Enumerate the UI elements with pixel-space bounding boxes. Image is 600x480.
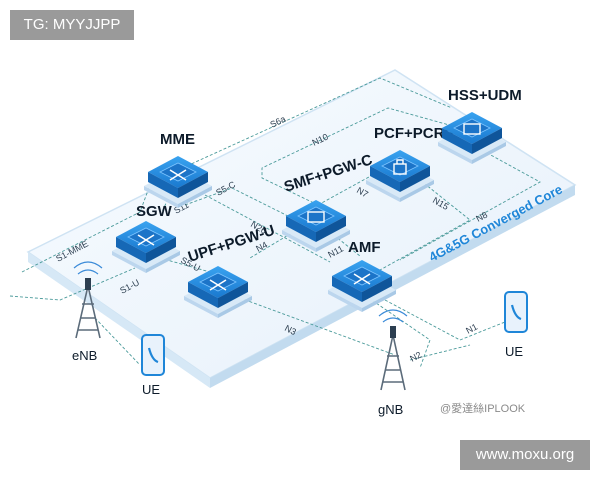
link-s1u [9, 267, 136, 301]
node-pcf[interactable] [365, 149, 435, 203]
link-n3 [239, 297, 396, 356]
ue-right-phone[interactable] [504, 291, 528, 333]
iface-n8: N8 [474, 210, 489, 224]
ue-left-phone[interactable] [141, 334, 165, 376]
phone-icon [510, 304, 522, 321]
link-s1mme [21, 184, 151, 273]
link-n15 [379, 179, 471, 271]
iface-n1: N1 [464, 322, 479, 336]
iface-n3: N3 [283, 323, 298, 337]
label-mme: MME [160, 131, 195, 148]
node-amf[interactable] [327, 259, 397, 313]
link-s6a [177, 77, 453, 171]
logo-watermark: @愛達絲IPLOOK [440, 401, 526, 415]
label-amf: AMF [348, 239, 381, 256]
x-icon [169, 169, 187, 181]
link-n10 [261, 107, 461, 206]
link-s5u [159, 257, 211, 273]
label-ue-left: UE [142, 382, 160, 397]
phone-icon [147, 347, 159, 364]
node-hss[interactable] [437, 111, 507, 165]
label-pcf: PCF+PCRF [374, 125, 454, 142]
enb-tower[interactable] [73, 261, 103, 339]
x-icon [137, 234, 155, 246]
label-sgw: SGW [136, 203, 173, 220]
node-upf[interactable] [183, 265, 253, 319]
link-n1 [384, 299, 506, 341]
doc-icon [307, 211, 325, 223]
node-sgw[interactable] [111, 220, 181, 274]
node-smf[interactable] [281, 199, 351, 253]
x-icon [209, 279, 227, 291]
label-enb: eNB [72, 348, 97, 363]
watermark-bottom: www.moxu.org [460, 440, 590, 470]
iface-n4: N4 [254, 240, 269, 254]
lock-icon [393, 163, 407, 175]
link-gnb-ue [409, 344, 471, 361]
gnb-tower[interactable] [378, 309, 408, 391]
link-s5c [184, 187, 301, 223]
link-n7 [317, 171, 379, 206]
node-mme[interactable] [143, 155, 213, 209]
label-ue-right: UE [505, 344, 523, 359]
server-icon [463, 123, 481, 135]
label-hss: HSS+UDM [448, 87, 522, 104]
link-enb-ue [94, 317, 141, 366]
iface-n7: N7 [355, 185, 370, 199]
watermark-top: TG: MYYJJPP [10, 10, 134, 40]
link-n8 [399, 147, 541, 261]
label-gnb: gNB [378, 402, 403, 417]
link-n26 [204, 194, 331, 263]
iface-n2: N2 [408, 350, 423, 364]
x-icon [353, 273, 371, 285]
